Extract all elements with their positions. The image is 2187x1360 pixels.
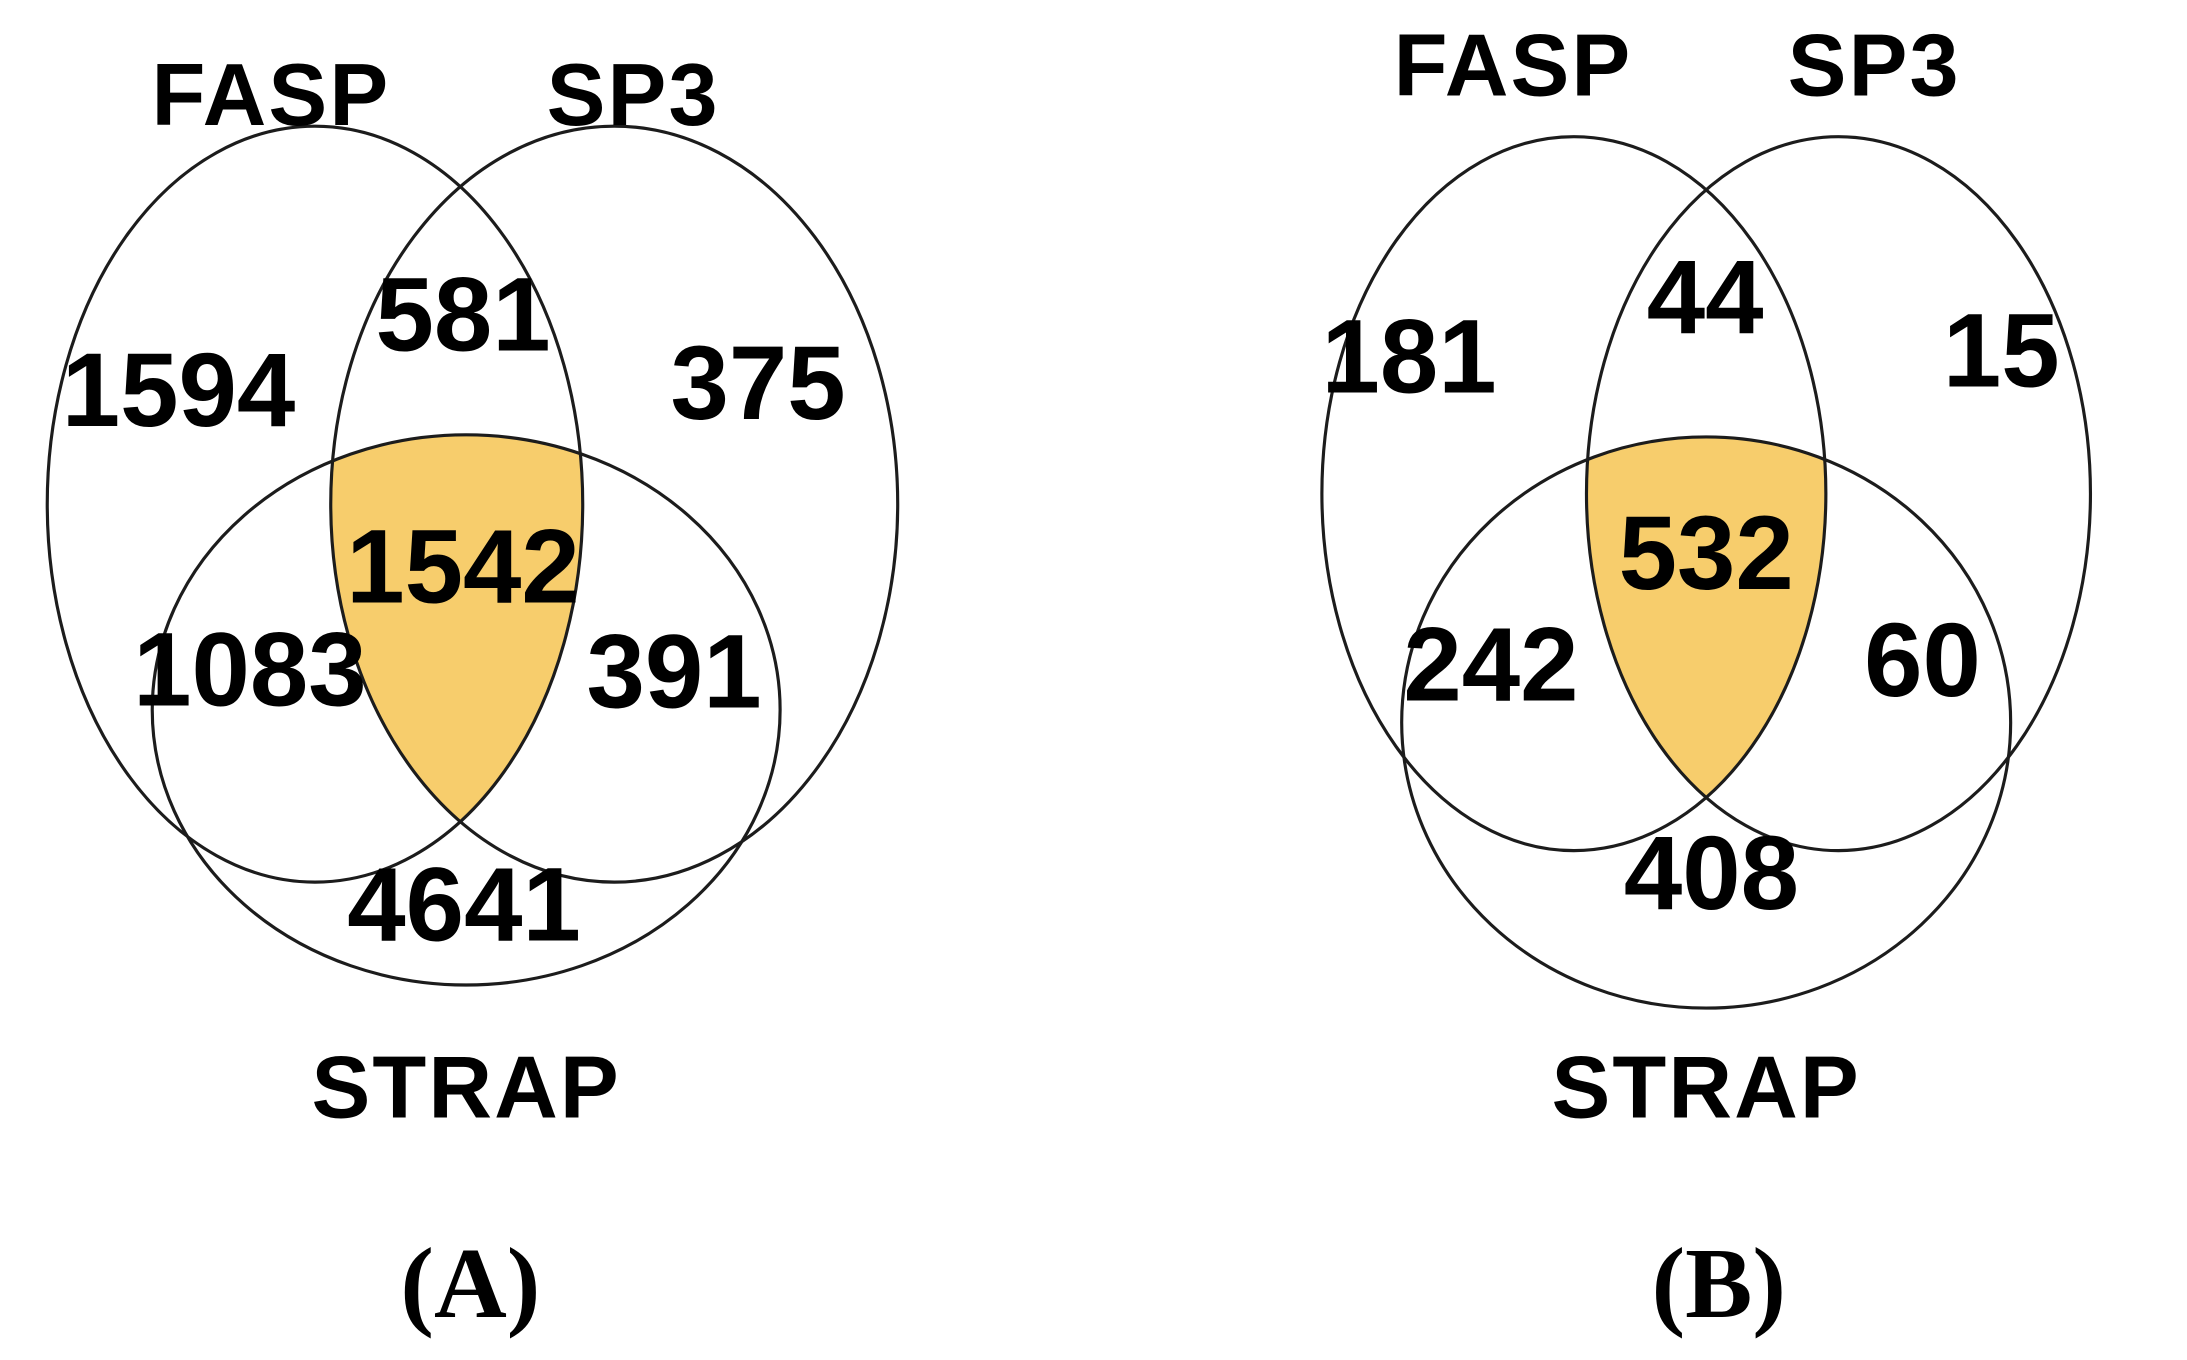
triple-intersection-region-a [330, 434, 583, 883]
set-label-sp3-b: SP3 [1788, 16, 1961, 115]
region-count-sp3-strap-b: 60 [1864, 602, 1981, 719]
venn-diagram-b: FASP SP3 STRAP 181 44 15 532 242 60 408 … [1320, 16, 2093, 1339]
region-count-sp3-strap-a: 391 [586, 614, 761, 731]
sp3-circle-a [329, 124, 900, 884]
region-count-fasp-strap-a: 1083 [133, 612, 367, 729]
region-count-sp3-only-a: 375 [670, 325, 845, 442]
region-count-fasp-only-a: 1594 [62, 332, 296, 449]
caption-b: (B) [1652, 1227, 1786, 1339]
venn-diagram-a: FASP SP3 STRAP 1594 581 375 1542 1083 39… [45, 45, 900, 1339]
region-count-strap-only-b: 408 [1624, 815, 1799, 932]
set-label-strap-a: STRAP [311, 1037, 620, 1136]
triple-intersection-region-b [1586, 436, 1826, 851]
set-label-strap-b: STRAP [1551, 1037, 1860, 1136]
region-count-sp3-only-b: 15 [1943, 292, 2060, 409]
fasp-circle-a [45, 124, 585, 884]
panel-b: FASP SP3 STRAP 181 44 15 532 242 60 408 … [1093, 0, 2186, 1360]
set-label-fasp-a: FASP [152, 45, 391, 144]
fasp-circle-b [1320, 135, 1828, 853]
region-count-fasp-sp3-b: 44 [1647, 239, 1764, 356]
region-count-fasp-sp3-a: 581 [375, 257, 550, 374]
region-count-fasp-strap-b: 242 [1403, 606, 1578, 723]
caption-a: (A) [400, 1227, 540, 1339]
set-label-fasp-b: FASP [1394, 16, 1633, 115]
set-label-sp3-a: SP3 [547, 45, 720, 144]
panel-a: FASP SP3 STRAP 1594 581 375 1542 1083 39… [0, 0, 1093, 1360]
region-count-strap-only-a: 4641 [347, 847, 581, 964]
strap-circle-b [1400, 435, 2013, 1010]
region-count-center-b: 532 [1619, 495, 1794, 612]
region-count-fasp-only-b: 181 [1321, 299, 1496, 416]
strap-circle-a [150, 433, 782, 987]
region-count-center-a: 1542 [346, 509, 580, 626]
sp3-circle-b [1584, 135, 2093, 853]
